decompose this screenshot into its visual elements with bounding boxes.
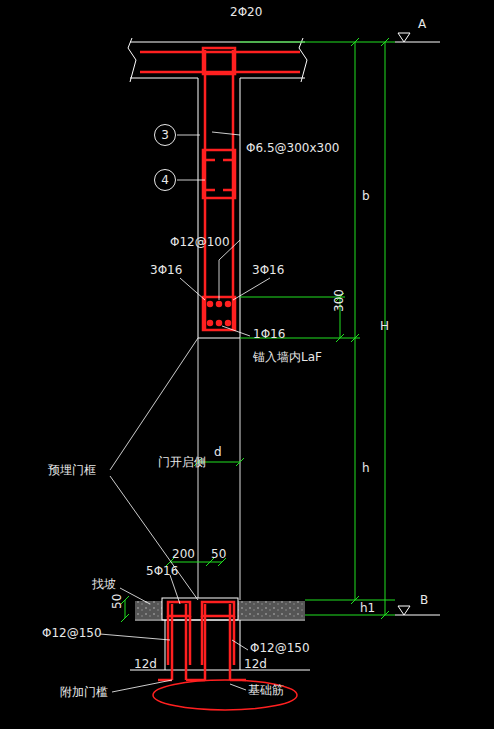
rebar-note: 3Φ16 xyxy=(252,264,284,277)
rebar-part xyxy=(203,150,235,198)
note: 预埋门框 xyxy=(48,464,96,477)
callout-number: 3 xyxy=(161,129,169,141)
dimension: H xyxy=(380,320,389,333)
rebar-part xyxy=(208,302,212,306)
ground-part xyxy=(135,620,305,621)
dimension: 50 xyxy=(211,548,226,561)
level-symbols xyxy=(395,33,440,615)
leader-lines-part xyxy=(112,680,172,692)
rebar-note: 3Φ16 xyxy=(150,264,182,277)
leader-lines-part xyxy=(170,575,180,604)
rebar-note: 5Φ16 xyxy=(146,565,178,578)
rebar-part xyxy=(203,48,235,74)
threshold-rebar-part xyxy=(153,680,297,710)
slab-part xyxy=(130,42,305,78)
rebar-note: Φ12@150 xyxy=(250,642,310,655)
dimension: b xyxy=(362,190,370,203)
dimension: h1 xyxy=(360,602,375,615)
dimension: 200 xyxy=(172,548,195,561)
level-mark: B xyxy=(420,594,428,607)
dimension-lines xyxy=(121,38,395,622)
dimension: 50 xyxy=(111,594,124,609)
ground xyxy=(130,598,310,670)
rebar-note: Φ6.5@300x300 xyxy=(246,142,339,155)
leader-lines-part xyxy=(180,278,270,300)
callout-circle: 4 xyxy=(154,169,176,191)
note: 找坡 xyxy=(92,578,116,591)
threshold-rebar xyxy=(153,602,297,710)
callout-number: 4 xyxy=(161,174,169,186)
level-symbols-part xyxy=(395,606,440,615)
dimension: d xyxy=(214,446,222,459)
dimension: 12d xyxy=(244,658,267,671)
rebar-note: Φ12@100 xyxy=(170,236,230,249)
rebar-note: 1Φ16 xyxy=(253,328,285,341)
ground-part xyxy=(162,598,238,620)
rebar-note: Φ12@150 xyxy=(42,627,102,640)
dimension: 300 xyxy=(333,289,346,312)
leader-lines-part xyxy=(100,634,248,650)
note: 锚入墙内LaF xyxy=(253,351,322,364)
dimension-lines-part xyxy=(240,42,395,615)
callout-circle: 3 xyxy=(154,124,176,146)
rebar-part xyxy=(140,52,300,72)
rebar-part xyxy=(217,302,221,306)
rebar-part xyxy=(226,321,230,325)
note: 门开启侧 xyxy=(158,456,206,469)
leader-lines-part xyxy=(120,588,150,604)
dimension-lines-part xyxy=(336,38,389,619)
level-mark: A xyxy=(418,18,426,31)
rebar-part xyxy=(208,321,212,325)
rebar-part xyxy=(205,160,233,190)
note: 基础筋 xyxy=(248,684,284,697)
slab xyxy=(128,38,307,338)
threshold-rebar-part xyxy=(168,616,234,665)
leader-lines xyxy=(100,132,270,692)
rebar-part xyxy=(203,297,235,330)
leader-lines-part xyxy=(177,132,240,135)
rebar-part xyxy=(226,302,230,306)
rebar-part xyxy=(217,321,221,325)
dimension-lines-part xyxy=(340,42,385,615)
leader-lines-part xyxy=(230,684,246,690)
rebar xyxy=(140,48,300,330)
note: 附加门槛 xyxy=(60,686,108,699)
dimension: h xyxy=(362,462,370,475)
ground-part xyxy=(130,620,310,670)
level-symbols-part xyxy=(395,33,440,42)
slab-part xyxy=(128,38,307,82)
leader-lines-part xyxy=(222,326,250,336)
leader-lines-part xyxy=(177,180,205,181)
dimension: 12d xyxy=(134,658,157,671)
rebar-note: 2Φ20 xyxy=(230,6,262,19)
